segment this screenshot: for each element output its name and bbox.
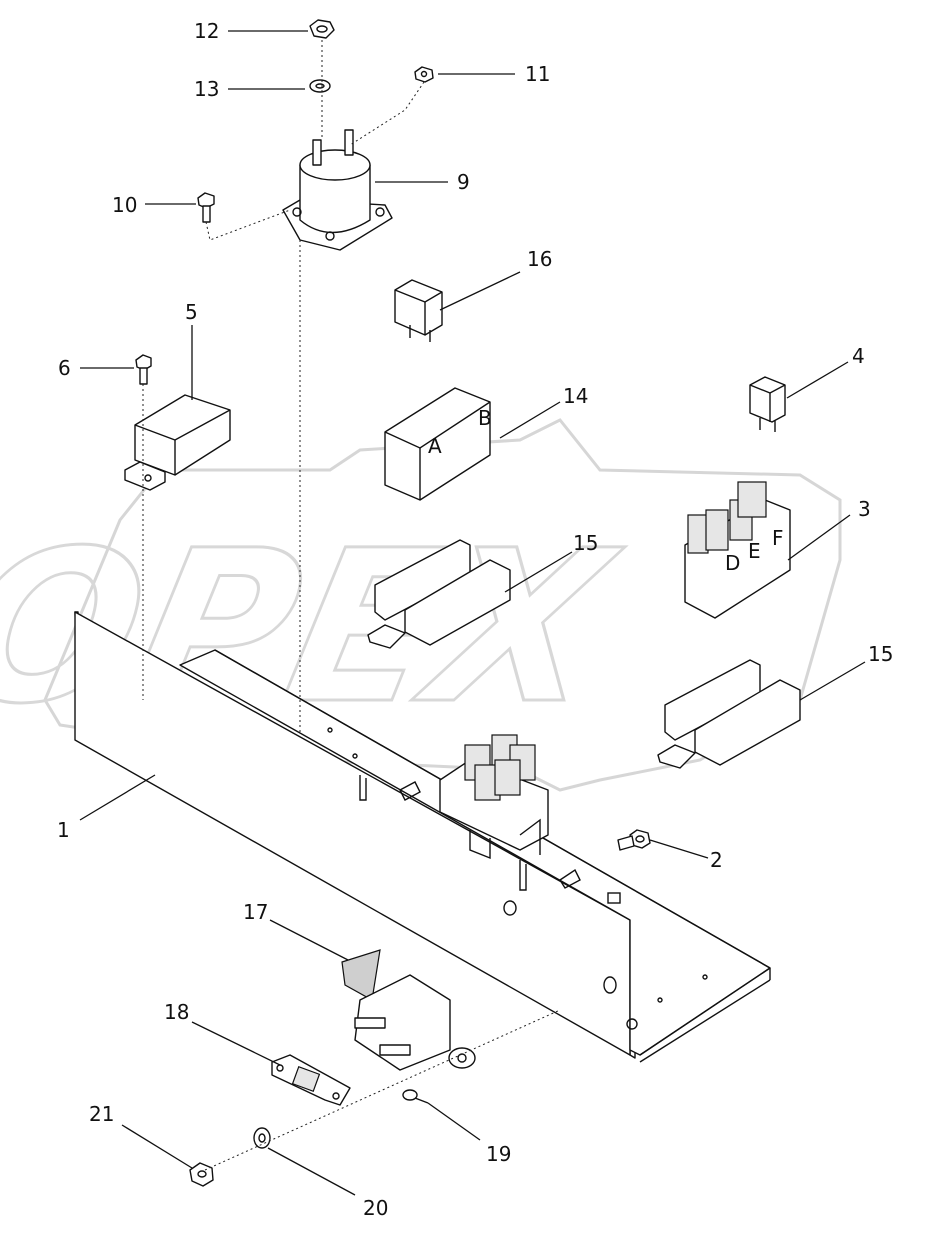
callout-12: 12 xyxy=(194,19,219,43)
mounted-relay-block xyxy=(439,734,549,860)
mini-relay-part-4 xyxy=(749,376,786,432)
callout-17: 17 xyxy=(243,900,268,924)
callout-16: 16 xyxy=(527,247,552,271)
fuse-holder-part-15-upper xyxy=(367,539,511,649)
callout-13: 13 xyxy=(194,77,219,101)
bolt-part-10 xyxy=(197,192,215,223)
module-part-5 xyxy=(124,394,231,491)
fuse-holder-part-17 xyxy=(341,949,476,1071)
relay-block-letter-d: D xyxy=(725,551,740,575)
relay-base-part-14: A B xyxy=(384,387,492,501)
small-nut-part-11 xyxy=(414,66,434,83)
bolt-part-2 xyxy=(617,829,651,851)
callout-19: 19 xyxy=(486,1142,511,1166)
star-washer-part-20 xyxy=(253,1127,271,1149)
callout-2: 2 xyxy=(710,848,723,872)
fuse-holder-part-15-lower xyxy=(657,659,801,769)
callout-11: 11 xyxy=(525,62,550,86)
callout-21: 21 xyxy=(89,1102,114,1126)
relay-block-letter-e: E xyxy=(748,539,761,563)
mounting-bracket-part-1 xyxy=(74,611,771,1063)
callout-18: 18 xyxy=(164,1000,189,1024)
solenoid-part-9 xyxy=(282,129,393,251)
screw-part-19 xyxy=(402,1089,429,1104)
nut-part-21 xyxy=(189,1162,214,1187)
nut-part-12 xyxy=(309,19,335,39)
callout-5: 5 xyxy=(185,300,198,324)
screw-part-6 xyxy=(135,354,152,385)
callout-20: 20 xyxy=(363,1196,388,1220)
callout-9: 9 xyxy=(457,170,470,194)
leader-lines xyxy=(79,30,866,1196)
relay-block-part-3: D E F xyxy=(684,481,791,619)
fuse-part-18 xyxy=(271,1054,351,1106)
callout-15-upper: 15 xyxy=(573,531,598,555)
callout-1: 1 xyxy=(57,818,70,842)
callout-10: 10 xyxy=(112,193,137,217)
callout-3: 3 xyxy=(858,497,871,521)
relay-base-letter-b: B xyxy=(478,406,492,430)
callout-numbers: 12 13 11 9 10 16 4 5 6 14 3 15 15 2 1 17… xyxy=(57,19,893,1220)
lock-washer-part-13 xyxy=(309,79,331,93)
callout-15-lower: 15 xyxy=(868,642,893,666)
relay-block-letter-f: F xyxy=(772,526,784,550)
callout-4: 4 xyxy=(852,344,865,368)
callout-14: 14 xyxy=(563,384,588,408)
relay-base-letter-a: A xyxy=(428,434,442,458)
callout-6: 6 xyxy=(58,356,71,380)
assembly-lines xyxy=(142,40,561,1171)
relay-part-16 xyxy=(394,279,443,342)
